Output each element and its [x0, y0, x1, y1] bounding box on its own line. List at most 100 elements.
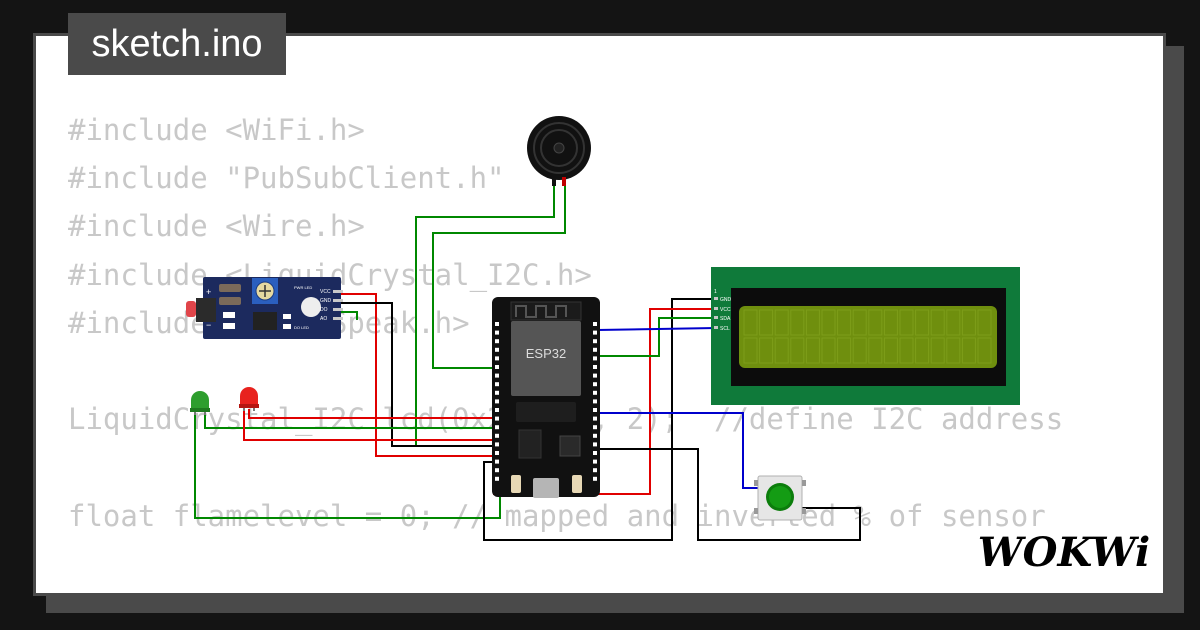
lcd-char-cell — [883, 337, 898, 364]
lcd-char-cell — [774, 337, 789, 364]
esp32-pin — [495, 339, 499, 344]
esp32-pin — [593, 451, 597, 455]
esp32-right-pins — [593, 322, 597, 481]
lcd-char-cell — [946, 337, 961, 364]
esp32-pin — [593, 347, 597, 352]
esp32-pin — [495, 365, 499, 369]
wire-green — [340, 311, 358, 320]
esp32-pin — [495, 442, 499, 447]
lcd-char-cell — [821, 337, 836, 364]
lcd-char-cell — [790, 309, 805, 336]
lcd-char-cell — [961, 337, 976, 364]
esp32-pin — [495, 425, 499, 430]
lcd-char-cell — [868, 337, 883, 364]
esp32-pin — [495, 399, 499, 404]
lcd-char-cell — [977, 309, 992, 336]
esp32-pin — [593, 373, 597, 378]
lcd-character-grid — [743, 309, 992, 364]
buzzer — [527, 116, 591, 186]
esp32-pin — [593, 425, 597, 430]
sensor-minus-mark: − — [206, 320, 211, 330]
esp32-label: ESP32 — [526, 346, 566, 361]
esp32-pin — [495, 373, 499, 378]
lcd-char-cell — [930, 309, 945, 336]
esp32-pin — [593, 408, 597, 412]
esp32-pin — [593, 339, 597, 344]
lcd-char-cell — [837, 337, 852, 364]
lcd-char-cell — [743, 337, 758, 364]
lcd-pin1-label: 1 — [714, 289, 717, 295]
esp32-pin — [593, 442, 597, 447]
sensor-pin-vcc: VCC — [320, 289, 331, 295]
esp32-pin — [495, 468, 499, 473]
code-line: #include <LiquidCrystal_I2C.h> — [68, 257, 592, 292]
lcd-pin-scl: SCL — [720, 326, 730, 332]
lcd-char-cell — [915, 309, 930, 336]
esp32-board: ESP32 — [492, 297, 600, 498]
wire-black — [597, 448, 861, 541]
wire-blue — [597, 412, 758, 489]
esp32-pin — [593, 356, 597, 361]
sensor-pin-ao: AO — [320, 316, 327, 322]
flame-sensor-module: + − PWR LED DO LED VCC GND DO AO — [186, 277, 343, 339]
wire-green — [204, 413, 496, 429]
lcd-char-cell — [930, 337, 945, 364]
esp32-pin — [593, 365, 597, 369]
esp32-pin — [495, 330, 499, 335]
lcd-char-cell — [805, 337, 820, 364]
wire-green — [597, 317, 716, 357]
lcd-char-cell — [759, 337, 774, 364]
code-background: #include <WiFi.h> #include "PubSubClient.… — [68, 106, 1163, 593]
wokwi-logo: WOKWi — [978, 529, 1150, 576]
esp32-pin — [495, 408, 499, 412]
sensor-do-led-label: DO LED — [294, 325, 309, 330]
lcd-char-cell — [852, 309, 867, 336]
esp32-pin — [495, 476, 499, 481]
red-led — [239, 387, 259, 411]
wire-black — [340, 302, 496, 447]
esp32-pin — [495, 459, 499, 464]
code-line: #include <WiFi.h> — [68, 113, 365, 147]
lcd-pin-vcc: VCC — [720, 307, 731, 313]
esp32-pin — [593, 476, 597, 481]
esp32-pin — [495, 347, 499, 352]
lcd-char-cell — [774, 309, 789, 336]
sensor-pwr-led-label: PWR LED — [294, 285, 312, 290]
esp32-pin — [593, 459, 597, 464]
lcd-char-cell — [883, 309, 898, 336]
wokwi-brand-text: WOKWi — [978, 529, 1150, 576]
sensor-pin-gnd: GND — [320, 298, 332, 304]
wire-red — [340, 293, 496, 457]
pushbutton[interactable] — [754, 475, 806, 521]
esp32-pin — [593, 382, 597, 387]
esp32-pin — [495, 382, 499, 387]
lcd-char-cell — [977, 337, 992, 364]
code-line: #include <Wire.h> — [68, 209, 365, 244]
esp32-pin — [495, 416, 499, 421]
esp32-pin — [593, 468, 597, 473]
lcd-char-cell — [790, 337, 805, 364]
code-line: float flamelevel = 0; // mapped and inve… — [68, 498, 1046, 533]
esp32-pin — [495, 451, 499, 455]
esp32-pin — [593, 322, 597, 326]
lcd-char-cell — [852, 337, 867, 364]
lcd-pin-sda: SDA — [720, 316, 731, 322]
wire-blue — [596, 327, 717, 331]
lcd-char-cell — [759, 309, 774, 336]
esp32-pin — [593, 433, 597, 438]
sensor-pin-do: DO — [320, 307, 328, 313]
sensor-plus-mark: + — [206, 287, 211, 297]
lcd-pin-gnd: GND — [720, 297, 732, 303]
esp32-pin — [495, 322, 499, 326]
lcd-char-cell — [743, 309, 758, 336]
esp32-pin — [495, 433, 499, 438]
esp32-pin — [593, 390, 597, 395]
code-line: #include "PubSubClient.h" — [68, 161, 505, 196]
filename-tab[interactable]: sketch.ino — [68, 13, 286, 75]
lcd-char-cell — [868, 309, 883, 336]
wire-black — [483, 298, 716, 541]
lcd-char-cell — [899, 309, 914, 336]
lcd-char-cell — [915, 337, 930, 364]
esp32-pin — [495, 390, 499, 395]
lcd-char-cell — [899, 337, 914, 364]
